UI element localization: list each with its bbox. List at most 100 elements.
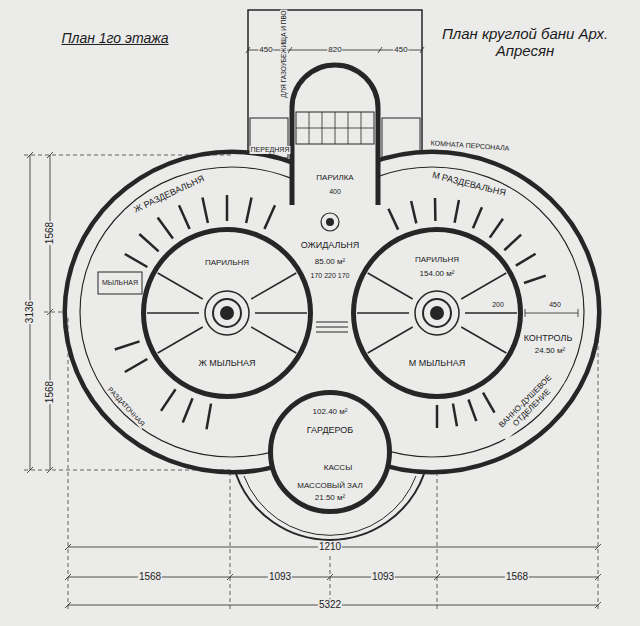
plan-label: 450: [548, 301, 562, 309]
partition-wall: [147, 312, 199, 314]
room-name: М МЫЛЬНАЯ: [408, 358, 466, 368]
dimension-line: [525, 309, 578, 317]
circle-outline: [351, 227, 523, 399]
plan-label: 170 220 170: [310, 272, 351, 280]
plan-label: ПЕРЕДНЯЯ: [250, 146, 291, 154]
room-name: Ж МЫЛЬНАЯ: [197, 358, 256, 368]
plan-title: План круглой бани Арх. Апресян: [439, 25, 611, 60]
partition-wall: [246, 198, 251, 223]
plan-label: 1568: [44, 221, 56, 245]
partition-wall: [264, 205, 275, 229]
central-fixture: [415, 291, 459, 335]
plan-label: 820: [327, 45, 342, 54]
plan-label: ДЛЯ ГАЗОУБЕЖИЩА И ПВО: [280, 9, 287, 98]
partition-wall: [115, 341, 140, 349]
plan-label: 450: [258, 45, 273, 54]
room-name: ПАРИЛЬНЯ: [204, 258, 250, 267]
plan-label: ВАННО-ДУШЕВОЕ ОТДЕЛЕНИЕ: [494, 370, 564, 440]
partition-wall: [368, 327, 413, 353]
partition-wall: [158, 218, 173, 239]
small-room: [98, 272, 142, 294]
fountain: [321, 213, 339, 231]
plan-label: МЫЛЬНАЯ: [101, 279, 139, 287]
plan-label: 1093: [268, 571, 292, 583]
room-name: КАССЫ: [323, 463, 353, 472]
partition-wall: [461, 327, 506, 353]
partition-wall: [461, 273, 506, 299]
plan-label: 450: [393, 45, 408, 54]
plan-label: 1568: [505, 571, 529, 583]
plan-label: ОЖИДАЛЬНЯ: [300, 240, 361, 250]
partition-wall: [490, 219, 503, 238]
plan-label: М РАЗДЕВАЛЬНЯ: [430, 170, 508, 199]
extension-line: [24, 155, 232, 470]
partition-wall: [202, 198, 207, 223]
partition-wall: [388, 209, 398, 230]
plan-label: РАЗДАТОЧНАЯ: [105, 385, 147, 429]
partition-wall: [357, 312, 409, 314]
plan-label: ПАРИЛКА: [315, 173, 354, 182]
partition-wall: [465, 312, 517, 314]
partition-wall: [125, 359, 148, 372]
partition-wall: [251, 327, 296, 353]
plan-label: 85.00 м²: [314, 257, 346, 266]
partition-wall: [453, 404, 457, 427]
partition-group: [357, 273, 517, 353]
plan-label: 3136: [24, 300, 36, 324]
central-fixture: [205, 291, 249, 335]
partition-group: [147, 273, 307, 353]
partition-wall: [504, 235, 521, 251]
partition-wall: [139, 234, 158, 251]
partition-wall: [468, 399, 476, 421]
pool-grid: [296, 112, 374, 144]
partition-wall: [516, 254, 536, 266]
room-name: 21.50 м²: [314, 493, 346, 502]
fixture-ring: [415, 291, 459, 335]
annex-wall: [248, 10, 422, 160]
room-wall: [271, 393, 390, 512]
partition-wall: [125, 254, 148, 267]
fixture-core: [430, 306, 444, 320]
sheet-heading: План 1го этажа: [60, 30, 169, 46]
plan-label: 5322: [318, 599, 342, 611]
plan-label: КОНТРОЛЬ: [523, 333, 574, 343]
plan-label: 1093: [371, 571, 395, 583]
partition-wall: [179, 205, 190, 229]
room-name: МАССОВЫЙ ЗАЛ: [296, 481, 363, 490]
plan-label: Ж РАЗДЕВАЛЬНЯ: [131, 173, 206, 215]
room-name: 154.00 м²: [419, 269, 456, 278]
floor: [292, 100, 378, 205]
circle-outline: [141, 227, 313, 399]
partition-wall: [158, 327, 203, 353]
pool-grid: [296, 112, 374, 144]
partition-wall: [183, 398, 193, 422]
floor: [281, 168, 583, 456]
extension-line: [68, 318, 598, 612]
plan-label: 24.50 м²: [534, 346, 566, 355]
fixture-ring: [423, 299, 451, 327]
plan-label: 200: [491, 301, 505, 309]
inner-wall: [280, 167, 584, 457]
partition-wall: [158, 273, 203, 299]
fountain: [326, 218, 334, 226]
room-circle: ПАРИЛЬНЯ Ж МЫЛЬНАЯ: [141, 227, 313, 399]
apse-wall: [292, 65, 378, 205]
plan-label: 1568: [44, 380, 56, 404]
partition-wall: [524, 276, 546, 283]
fixture-core: [220, 306, 234, 320]
partition-wall: [436, 405, 439, 428]
partition-wall: [368, 273, 413, 299]
partition-wall: [483, 393, 495, 413]
plan-label: 400: [328, 188, 342, 196]
partition-group: [388, 198, 545, 283]
partition-wall: [255, 312, 307, 314]
room-wall: [354, 230, 521, 397]
partition-wall: [251, 273, 296, 299]
room-name: ПАРИЛЬНЯ: [414, 255, 460, 264]
partition-wall: [411, 201, 416, 223]
stairs: [316, 322, 348, 332]
fixture-ring: [213, 299, 241, 327]
